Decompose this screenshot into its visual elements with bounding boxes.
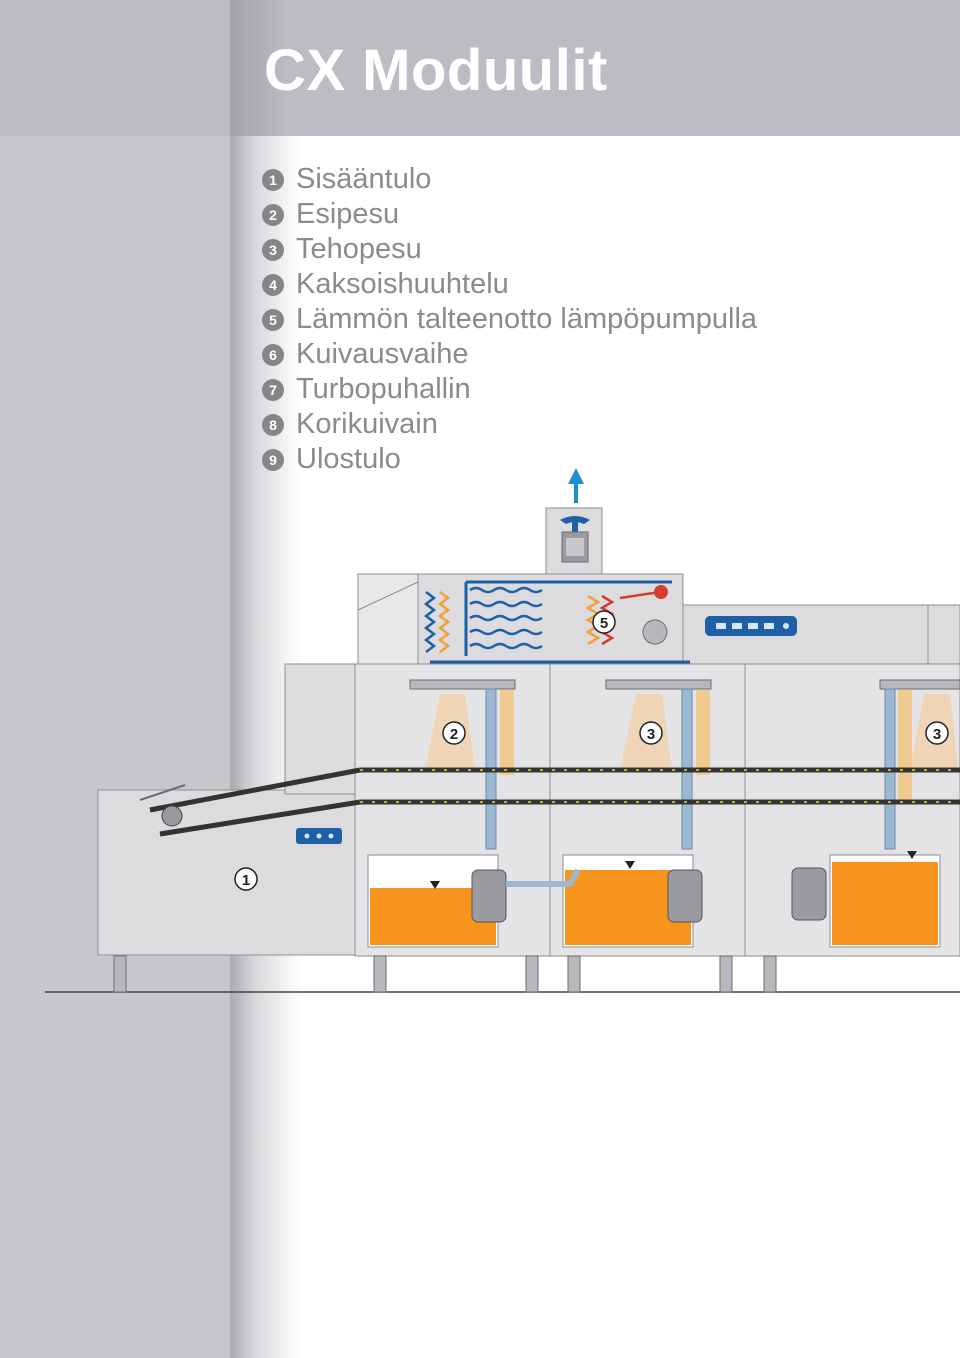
legend-label: Ulostulo xyxy=(296,443,401,475)
exhaust-fan-unit xyxy=(545,507,603,575)
legend-number: 9 xyxy=(262,448,284,471)
legend-item: 3 Tehopesu xyxy=(262,232,757,267)
legend-number: 5 xyxy=(262,308,284,331)
callout-1-label: 1 xyxy=(242,872,250,889)
callout-2: 2 xyxy=(442,721,466,745)
callout-3a-label: 3 xyxy=(647,726,655,743)
module-legend: 1 Sisääntulo 2 Esipesu 3 Tehopesu 4 Kaksoish… xyxy=(262,162,757,477)
legend-label: Tehopesu xyxy=(296,233,422,265)
legend-number: 3 xyxy=(262,238,284,261)
header-band xyxy=(0,0,960,136)
legend-item: 6 Kuivausvaihe xyxy=(262,337,757,372)
callout-2-label: 2 xyxy=(450,726,458,743)
callout-3b: 3 xyxy=(925,721,949,745)
callout-3a: 3 xyxy=(639,721,663,745)
exhaust-arrow xyxy=(568,468,584,503)
callout-5: 5 xyxy=(592,610,616,634)
machine-legs xyxy=(113,955,777,993)
legend-label: Sisääntulo xyxy=(296,163,432,195)
legend-item: 1 Sisääntulo xyxy=(262,162,757,197)
legend-label: Kaksoishuuhtelu xyxy=(296,268,509,300)
legend-label: Korikuivain xyxy=(296,408,438,440)
wash-tanks xyxy=(367,851,941,948)
legend-label: Esipesu xyxy=(296,198,400,230)
page-title: CX Moduulit xyxy=(264,38,608,103)
legend-number: 7 xyxy=(262,378,284,401)
pumps xyxy=(471,867,827,923)
control-panel xyxy=(705,616,797,636)
callout-1: 1 xyxy=(234,867,258,891)
legend-item: 4 Kaksoishuuhtelu xyxy=(262,267,757,302)
legend-item: 8 Korikuivain xyxy=(262,407,757,442)
legend-item: 2 Esipesu xyxy=(262,197,757,232)
legend-number: 4 xyxy=(262,273,284,296)
legend-label: Lämmön talteenotto lämpöpumpulla xyxy=(296,303,758,335)
legend-label: Turbopuhallin xyxy=(296,373,471,405)
legend-label: Kuivausvaihe xyxy=(296,338,469,370)
legend-number: 8 xyxy=(262,413,284,436)
legend-item: 9 Ulostulo xyxy=(262,442,757,477)
left-panel xyxy=(0,0,230,1358)
header-shadow xyxy=(230,0,290,136)
legend-number: 6 xyxy=(262,343,284,366)
legend-item: 7 Turbopuhallin xyxy=(262,372,757,407)
callout-3b-label: 3 xyxy=(933,726,941,743)
legend-number: 1 xyxy=(262,168,284,191)
dishwasher-diagram: 1 2 3 3 5 xyxy=(45,468,960,993)
legend-item: 5 Lämmön talteenotto lämpöpumpulla xyxy=(262,302,757,337)
callout-5-label: 5 xyxy=(600,615,608,632)
legend-number: 2 xyxy=(262,203,284,226)
conveyor xyxy=(139,767,960,837)
